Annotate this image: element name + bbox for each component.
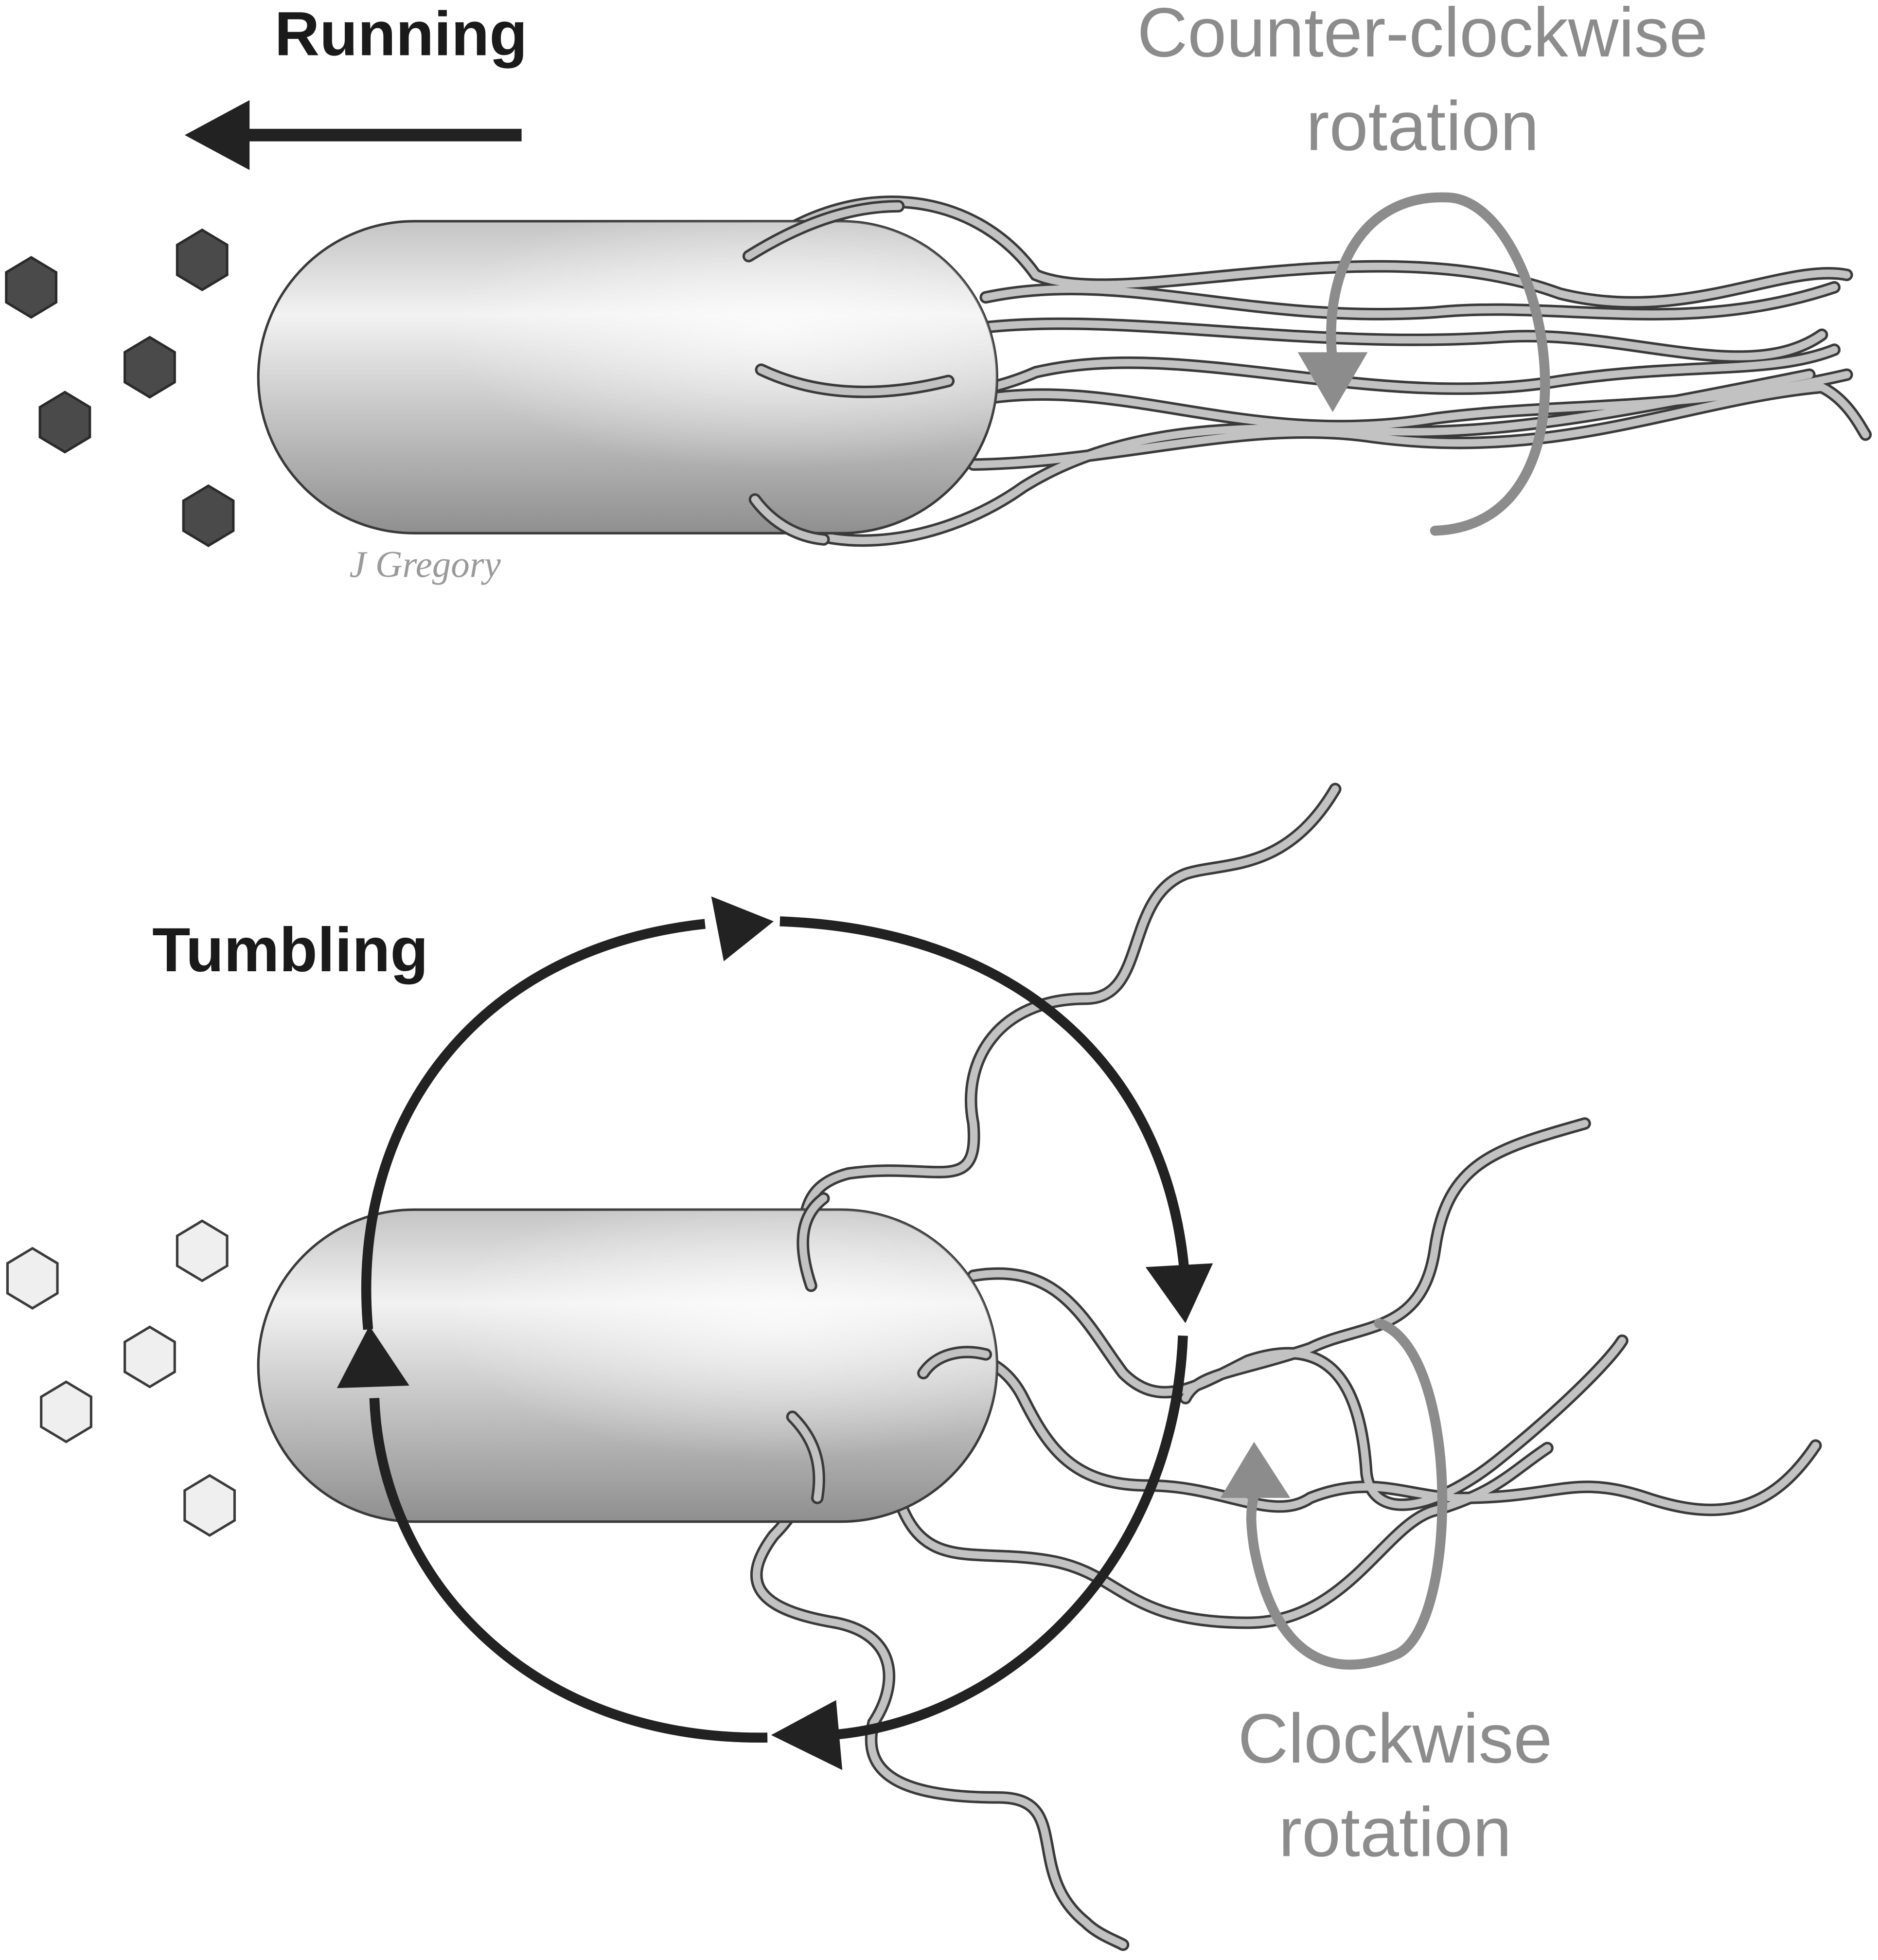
attractant-hexagon bbox=[5, 256, 58, 319]
tumbling-rotation-label-line2: rotation bbox=[1278, 1793, 1511, 1871]
running-bacterium-cell bbox=[257, 220, 998, 535]
attractant-hexagon bbox=[124, 336, 176, 399]
tumbling-flagella-hooks bbox=[786, 1192, 992, 1504]
attractant-molecules-running bbox=[5, 228, 235, 547]
attractant-molecules-tumbling bbox=[6, 1219, 236, 1537]
running-title: Running bbox=[275, 0, 528, 69]
clockwise-rotation-arrow bbox=[1220, 1318, 1448, 1670]
tumbling-panel: Tumbling bbox=[6, 783, 1822, 1951]
running-flagella-hooks bbox=[742, 200, 955, 546]
running-rotation-label-line2: rotation bbox=[1306, 88, 1539, 165]
running-direction-arrow bbox=[184, 100, 522, 170]
attractant-hexagon bbox=[40, 1380, 92, 1443]
attractant-hexagon bbox=[183, 1474, 236, 1537]
tumbling-flagella bbox=[750, 783, 1822, 1951]
tumbling-rotation-label-line1: Clockwise bbox=[1238, 1700, 1553, 1778]
artist-signature: J Gregory bbox=[350, 543, 501, 585]
running-panel: Running bbox=[5, 0, 1872, 585]
attractant-hexagon bbox=[6, 1247, 59, 1310]
tumbling-title: Tumbling bbox=[152, 915, 428, 985]
attractant-hexagon bbox=[124, 1325, 176, 1389]
attractant-hexagon bbox=[176, 1219, 229, 1283]
attractant-hexagon bbox=[38, 391, 91, 454]
counter-clockwise-rotation-arrow bbox=[1297, 192, 1550, 536]
tumbling-rotation-circle bbox=[337, 896, 1213, 1770]
attractant-hexagon bbox=[182, 484, 235, 547]
running-rotation-label-line1: Counter-clockwise bbox=[1137, 0, 1708, 71]
attractant-hexagon bbox=[176, 228, 229, 291]
